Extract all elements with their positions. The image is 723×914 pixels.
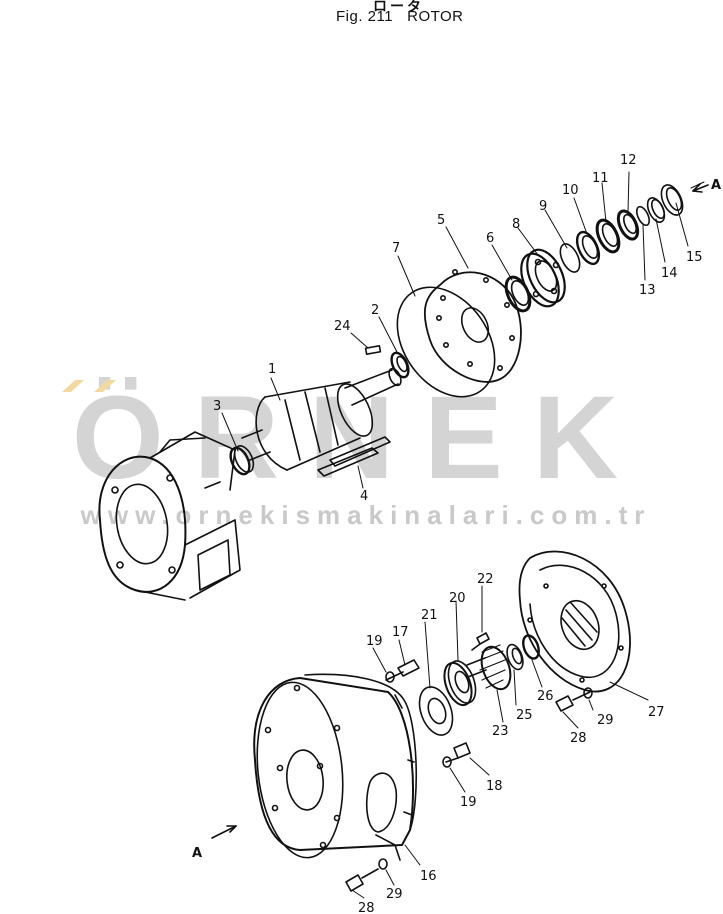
part-washer-19-lower xyxy=(442,756,452,768)
part-bearing-8 xyxy=(520,248,566,308)
japanese-title: ロータ xyxy=(373,0,424,14)
callout-3: 3 xyxy=(213,399,221,414)
upper-leader-lines xyxy=(221,171,705,489)
part-rotor-1 xyxy=(241,367,402,471)
callout-21: 21 xyxy=(421,608,438,623)
view-marker-top: A xyxy=(711,178,721,193)
callout-2: 2 xyxy=(371,303,379,318)
callout-15: 15 xyxy=(686,250,703,265)
view-arrow-bottom xyxy=(211,825,237,839)
part-ring-13 xyxy=(636,205,650,227)
watermark-accent xyxy=(62,380,116,392)
part-bolt-22 xyxy=(471,632,490,651)
view-marker-bottom: A xyxy=(192,846,202,861)
callout-labels: 1 2 3 4 5 6 7 8 9 10 11 12 13 14 15 16 1… xyxy=(213,153,703,914)
view-markers: A A xyxy=(192,178,721,861)
callout-4: 4 xyxy=(360,489,368,504)
callout-29-right: 29 xyxy=(597,713,614,728)
callout-18: 18 xyxy=(486,779,503,794)
part-washer-19-upper xyxy=(385,671,395,683)
part-washer-29-bottom xyxy=(378,858,388,870)
part-hub-20 xyxy=(443,660,477,707)
callout-13: 13 xyxy=(639,283,656,298)
callout-12: 12 xyxy=(620,153,637,168)
watermark-brand: ÖRNEK xyxy=(71,372,649,504)
callout-19-lower: 19 xyxy=(460,795,477,810)
callout-27: 27 xyxy=(648,705,665,720)
part-motor-housing xyxy=(98,431,241,601)
part-end-plate-5 xyxy=(423,268,522,383)
part-ring-15 xyxy=(660,184,684,216)
part-bolt-18 xyxy=(445,742,471,763)
figure-caption: Fig. 211 ROTOR xyxy=(336,8,464,25)
callout-16: 16 xyxy=(420,869,437,884)
callout-28-right: 28 xyxy=(570,731,587,746)
callout-6: 6 xyxy=(486,231,494,246)
callout-7: 7 xyxy=(392,241,400,256)
callout-24: 24 xyxy=(334,319,351,334)
part-bearing-11 xyxy=(595,218,621,254)
callout-14: 14 xyxy=(661,266,678,281)
callout-11: 11 xyxy=(592,171,609,186)
part-bearing-25 xyxy=(506,643,524,671)
callout-1: 1 xyxy=(268,362,276,377)
watermark-url: www.ornekismakinalari.com.tr xyxy=(80,500,652,530)
figure-title: ROTOR xyxy=(407,8,464,25)
view-arrow-top xyxy=(692,183,709,193)
part-bolt-17 xyxy=(385,659,420,681)
part-gasket-21 xyxy=(418,686,454,736)
callout-19-upper: 19 xyxy=(366,634,383,649)
lower-leader-lines xyxy=(351,585,649,899)
callout-5: 5 xyxy=(437,213,445,228)
part-snap-ring-9 xyxy=(559,243,581,273)
part-bearing-12 xyxy=(616,209,640,241)
part-o-ring-7 xyxy=(396,286,496,398)
figure-number: Fig. 211 xyxy=(336,8,394,25)
callout-29-bottom: 29 xyxy=(386,887,403,902)
callout-9: 9 xyxy=(539,199,547,214)
callout-20: 20 xyxy=(449,591,466,606)
callout-22: 22 xyxy=(477,572,494,587)
part-washer-29-right xyxy=(583,687,593,699)
part-shim-4 xyxy=(317,436,391,477)
callout-25: 25 xyxy=(516,708,533,723)
part-key-24 xyxy=(364,345,382,355)
callout-26: 26 xyxy=(537,689,554,704)
part-housing-16 xyxy=(253,673,418,861)
part-bolt-28-bottom xyxy=(345,868,379,892)
callout-28-bottom: 28 xyxy=(358,901,375,914)
callout-17: 17 xyxy=(392,625,409,640)
callout-23: 23 xyxy=(492,724,509,739)
callout-8: 8 xyxy=(512,217,520,232)
part-bolt-28-right xyxy=(555,691,591,712)
part-ring-26 xyxy=(522,634,540,660)
part-cover-27 xyxy=(518,550,631,693)
part-ring-10 xyxy=(575,230,601,266)
part-snap-ring-14 xyxy=(646,197,666,223)
part-gear-23 xyxy=(466,644,512,691)
callout-10: 10 xyxy=(562,183,579,198)
